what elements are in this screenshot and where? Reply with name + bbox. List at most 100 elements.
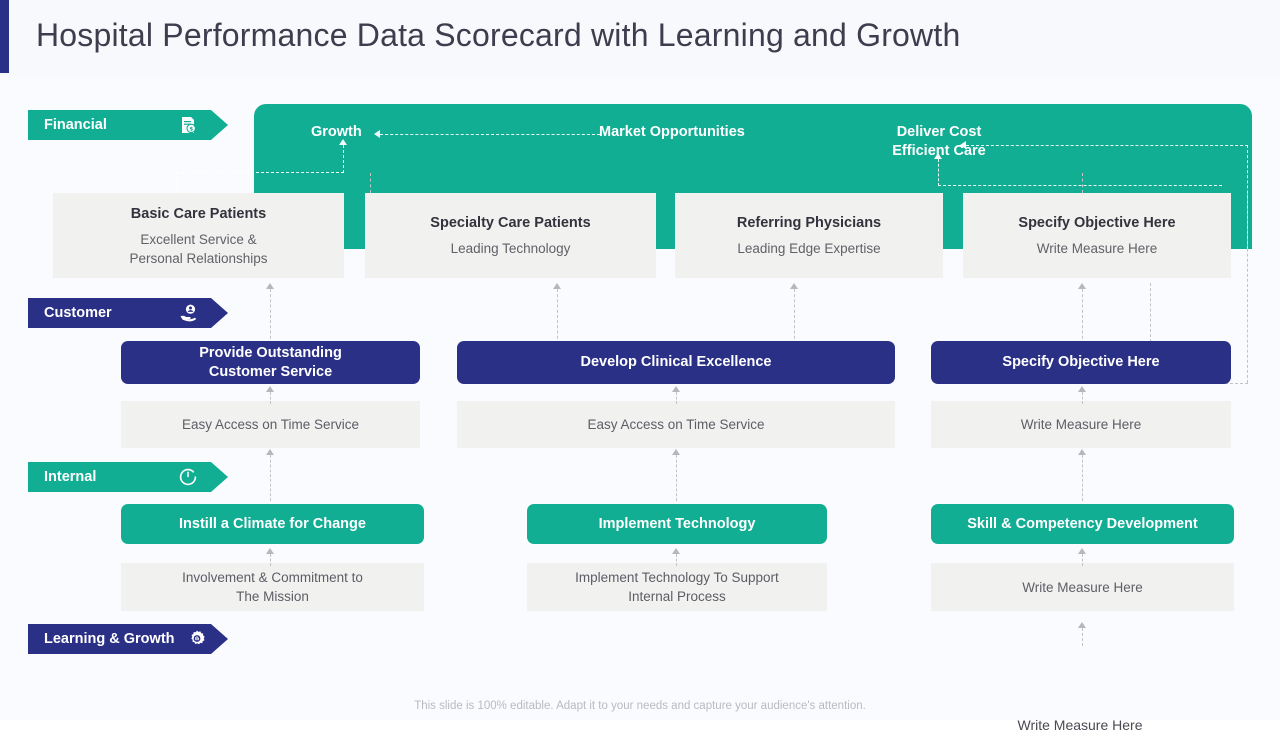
connector-cust2-to-fin2-arrowhead (553, 283, 561, 289)
page-header: Hospital Performance Data Scorecard with… (0, 0, 1280, 76)
connector-loose-measure-up-arrowhead (1078, 622, 1086, 628)
connector-measure3-to-pill3-arrowhead (1078, 386, 1086, 392)
connector-loose-measure-up (1082, 628, 1083, 646)
objective-label: Skill & Competency Development (967, 515, 1198, 532)
perspective-tag-internal[interactable]: Internal (28, 462, 228, 492)
connector-right-to-deliver (966, 145, 1248, 146)
header-accent-bar (0, 0, 9, 73)
connector-imeasure2-to-pill (676, 554, 677, 566)
objective-label: Provide Outstanding Customer Service (199, 344, 342, 382)
connector-cust1-to-fin1 (270, 289, 271, 349)
connector-internal1-up-arrowhead (266, 449, 274, 455)
perspective-tag-learning-growth[interactable]: Learning & Growth (28, 624, 228, 654)
invoice-money-icon: $ (166, 115, 198, 135)
connector-measure1-to-pill1 (270, 392, 271, 404)
card-subtitle: Leading Technology (450, 241, 571, 256)
connector-deliver-feed-horizontal (938, 185, 1222, 186)
objective-label: Instill a Climate for Change (179, 515, 366, 532)
financial-node-market-opportunities: Market Opportunities (599, 124, 745, 140)
perspective-tag-financial-label: Financial (44, 117, 107, 133)
internal-objective-skill-competency-development[interactable]: Skill & Competency Development (931, 504, 1234, 544)
card-title: Basic Care Patients (130, 205, 267, 222)
connector-market-to-growth (380, 134, 600, 135)
connector-cust2b-to-fin3 (794, 289, 795, 349)
objective-label: Implement Technology (598, 515, 756, 532)
card-title: Referring Physicians (736, 215, 882, 231)
connector-right-rail-up (1150, 283, 1151, 383)
perspective-tag-learning-growth-label: Learning & Growth (44, 631, 175, 647)
card-subtitle: Leading Edge Expertise (737, 241, 881, 256)
perspective-tag-internal-label: Internal (44, 469, 97, 485)
connector-cust2b-to-fin3-arrowhead (790, 283, 798, 289)
objective-label: Develop Clinical Excellence (580, 354, 772, 370)
connector-internal2-up-arrowhead (672, 449, 680, 455)
connector-right-rail-vertical (1247, 193, 1248, 383)
internal-measure-2-line-2: Internal Process (628, 589, 726, 604)
connector-imeasure1-to-pill (270, 554, 271, 566)
customer-measure-3[interactable]: Write Measure Here (931, 401, 1231, 448)
connector-imeasure1-to-pill-arrowhead (266, 548, 274, 554)
customer-objective-develop-clinical-excellence[interactable]: Develop Clinical Excellence (457, 341, 895, 384)
financial-card-referring-physicians[interactable]: Referring Physicians Leading Edge Expert… (675, 193, 943, 278)
footer-note: This slide is 100% editable. Adapt it to… (414, 700, 866, 712)
objective-label: Specify Objective Here (1002, 354, 1160, 370)
connector-up-into-deliver (938, 159, 939, 186)
customer-objective-provide-outstanding-customer-service[interactable]: Provide Outstanding Customer Service (121, 341, 420, 384)
card-subtitle: Excellent Service & Personal Relationshi… (129, 230, 267, 268)
internal-objective-instill-climate-for-change[interactable]: Instill a Climate for Change (121, 504, 424, 544)
connector-growth-feed-horizontal (176, 172, 344, 173)
internal-measure-1-text: Involvement & Commitment to The Mission (182, 568, 363, 606)
card-title: Specialty Care Patients (430, 215, 591, 231)
connector-right-to-deliver-arrowhead (960, 141, 966, 149)
financial-node-growth: Growth (311, 124, 362, 140)
card-subtitle: Write Measure Here (1036, 241, 1158, 256)
svg-text:$: $ (189, 127, 193, 133)
internal-measure-3[interactable]: Write Measure Here (931, 563, 1234, 611)
connector-cust1-to-fin1-arrowhead (266, 283, 274, 289)
customer-measure-1[interactable]: Easy Access on Time Service (121, 401, 420, 448)
internal-objective-implement-technology[interactable]: Implement Technology (527, 504, 827, 544)
connector-up-into-deliver-arrowhead (934, 153, 942, 159)
gear-icon (175, 629, 207, 649)
objective-label-line-2: Customer Service (208, 363, 333, 380)
perspective-tag-customer-label: Customer (44, 305, 112, 321)
scorecard-canvas: Financial $ Customer Internal (0, 76, 1280, 733)
internal-measure-2-line-1: Implement Technology To Support (575, 570, 779, 585)
clock-refresh-icon (166, 467, 198, 487)
connector-imeasure3-to-pill-arrowhead (1078, 548, 1086, 554)
connector-measure3-to-pill3 (1082, 392, 1083, 404)
deliver-line-1: Deliver Cost (896, 124, 982, 140)
connector-internal3-up (1082, 455, 1083, 501)
learning-growth-loose-measure[interactable]: Write Measure Here (1017, 717, 1143, 733)
connector-measure1-to-pill1-arrowhead (266, 386, 274, 392)
connector-up-into-growth-arrowhead (339, 139, 347, 145)
financial-card-basic-care-patients[interactable]: Basic Care Patients Excellent Service & … (53, 193, 344, 278)
connector-measure2-to-pill2 (676, 392, 677, 404)
internal-measure-2[interactable]: Implement Technology To Support Internal… (527, 563, 827, 611)
internal-measure-1-line-1: Involvement & Commitment to (182, 570, 363, 585)
connector-market-to-growth-arrowhead (374, 130, 380, 138)
connector-cust2-to-fin2 (557, 289, 558, 349)
financial-card-specify-objective[interactable]: Specify Objective Here Write Measure Her… (963, 193, 1231, 278)
internal-measure-1[interactable]: Involvement & Commitment to The Mission (121, 563, 424, 611)
page-title: Hospital Performance Data Scorecard with… (36, 17, 961, 53)
connector-internal1-up (270, 455, 271, 501)
card-subtitle-line-1: Excellent Service & (140, 231, 257, 247)
connector-measure2-to-pill2-arrowhead (672, 386, 680, 392)
connector-up-into-growth (343, 145, 344, 173)
financial-card-specialty-care-patients[interactable]: Specialty Care Patients Leading Technolo… (365, 193, 656, 278)
connector-imeasure3-to-pill (1082, 554, 1083, 566)
connector-cust3-to-fin4 (1082, 289, 1083, 349)
perspective-tag-customer[interactable]: Customer (28, 298, 228, 328)
customer-measure-2[interactable]: Easy Access on Time Service (457, 401, 895, 448)
card-title: Specify Objective Here (1018, 215, 1176, 231)
internal-measure-1-line-2: The Mission (236, 589, 309, 604)
customer-objective-specify-objective[interactable]: Specify Objective Here (931, 341, 1231, 384)
connector-cust3-to-fin4-arrowhead (1078, 283, 1086, 289)
perspective-tag-financial[interactable]: Financial $ (28, 110, 228, 140)
hand-user-icon (166, 303, 198, 323)
connector-internal2-up (676, 455, 677, 501)
connector-banner-stub-1 (370, 173, 371, 193)
objective-label-line-1: Provide Outstanding (199, 344, 342, 361)
internal-measure-2-text: Implement Technology To Support Internal… (575, 568, 779, 606)
